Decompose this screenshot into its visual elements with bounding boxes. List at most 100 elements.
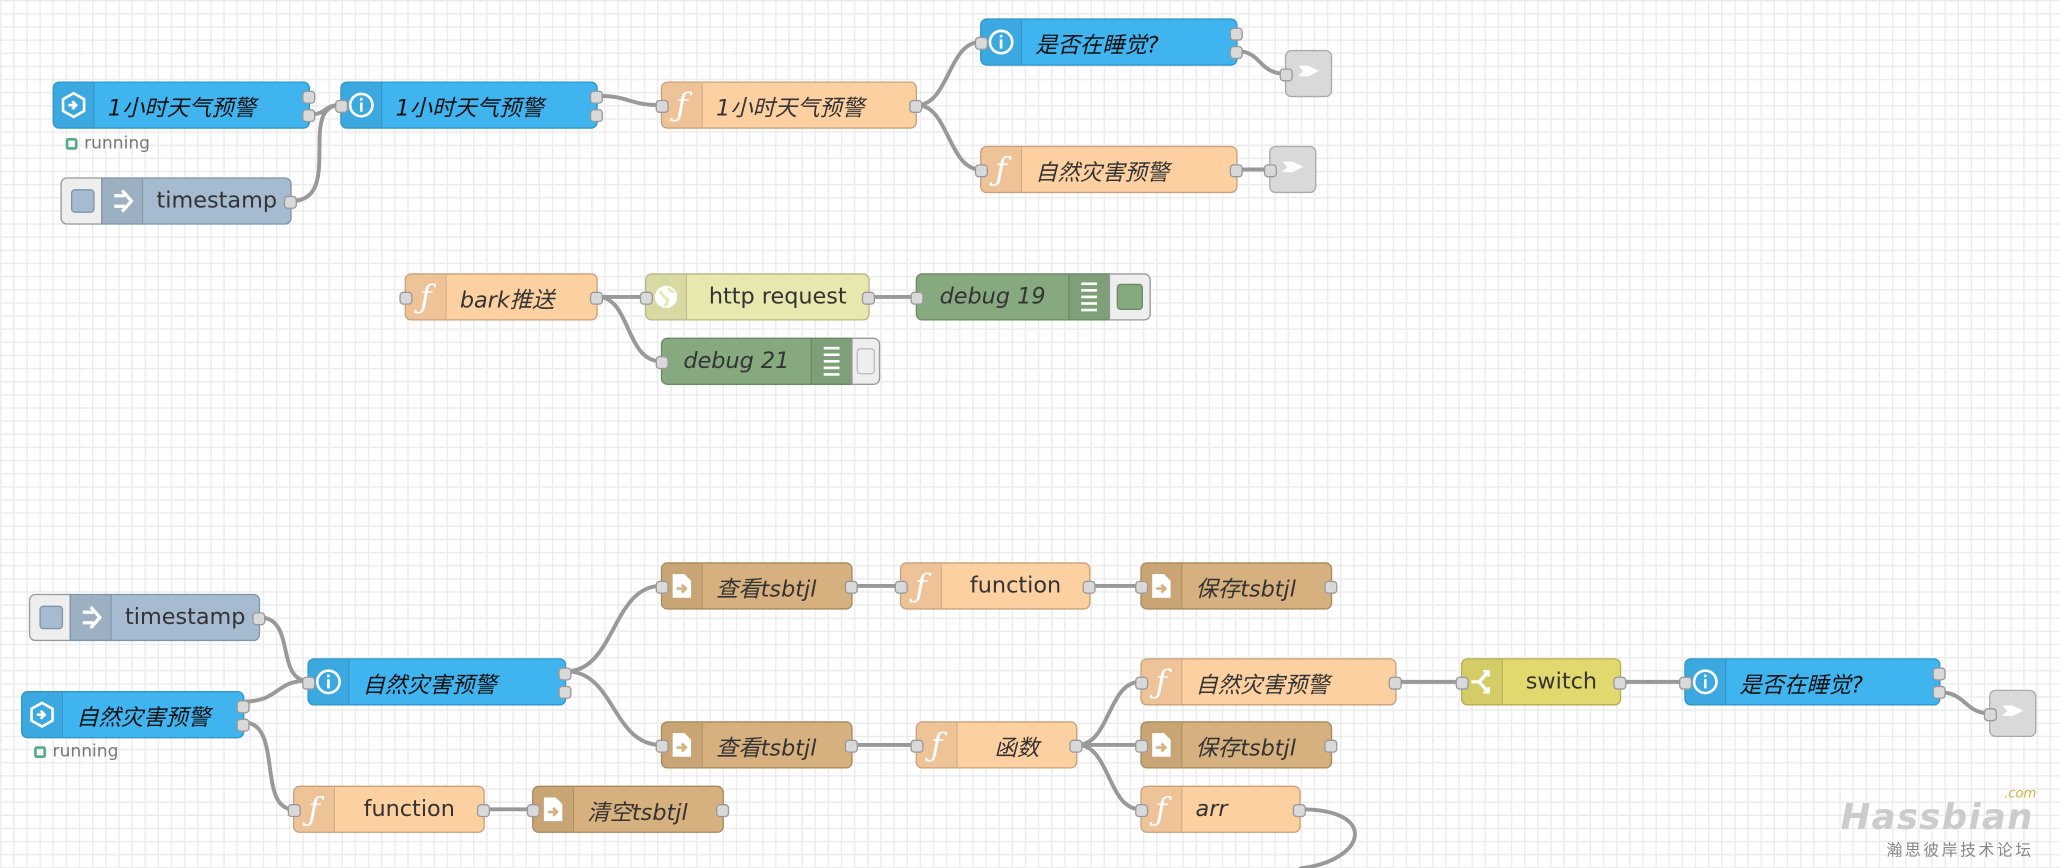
file-icon: [1141, 722, 1183, 768]
input-port[interactable]: [302, 676, 316, 690]
output-port[interactable]: [252, 612, 266, 626]
output-port[interactable]: [236, 700, 250, 714]
file-read-node-2[interactable]: 查看tsbtjl: [655, 721, 858, 769]
output-port[interactable]: [1613, 676, 1627, 690]
input-port[interactable]: [399, 291, 413, 305]
input-port[interactable]: [1135, 739, 1149, 753]
input-port[interactable]: [974, 164, 988, 178]
output-port[interactable]: [476, 804, 491, 818]
link-out-node[interactable]: [1279, 49, 1333, 98]
ha-state-node-sleep-2[interactable]: 是否在睡觉?: [1679, 658, 1946, 706]
watermark-subtitle: 瀚思彼岸技术论坛: [1886, 840, 2034, 860]
input-port[interactable]: [910, 291, 924, 305]
function-icon: ƒ: [1141, 786, 1183, 832]
link-out-node[interactable]: [1263, 145, 1317, 194]
input-port[interactable]: [335, 99, 349, 113]
input-port[interactable]: [655, 739, 669, 753]
output-port[interactable]: [589, 90, 604, 104]
input-port[interactable]: [894, 580, 908, 594]
switch-node[interactable]: switch: [1455, 658, 1627, 706]
input-port[interactable]: [910, 739, 924, 753]
function-node-bark[interactable]: ƒ bark推送: [399, 273, 604, 321]
ha-state-node-sleep[interactable]: 是否在睡觉?: [974, 18, 1243, 66]
node-label: 1小时天气预警: [107, 95, 256, 122]
output-port[interactable]: [1324, 739, 1338, 753]
inject-node-timestamp[interactable]: timestamp: [101, 177, 297, 225]
inject-node-timestamp-2[interactable]: timestamp: [69, 593, 266, 642]
input-port[interactable]: [1135, 676, 1149, 690]
input-port[interactable]: [1455, 676, 1469, 690]
output-port[interactable]: [1069, 739, 1083, 753]
output-port[interactable]: [589, 109, 604, 123]
inject-button[interactable]: [28, 593, 71, 642]
input-port[interactable]: [1263, 164, 1277, 178]
http-request-node[interactable]: http request: [639, 273, 875, 321]
node-label: switch: [1525, 668, 1598, 695]
output-port[interactable]: [1229, 45, 1243, 60]
input-port[interactable]: [1279, 68, 1293, 82]
output-port[interactable]: [1082, 580, 1096, 594]
input-port[interactable]: [1679, 676, 1693, 690]
output-port[interactable]: [558, 667, 572, 681]
node-label: 清空tsbtjl: [587, 799, 688, 826]
file-write-node-1[interactable]: 保存tsbtjl: [1135, 562, 1338, 610]
output-port[interactable]: [589, 291, 604, 305]
output-port[interactable]: [558, 685, 572, 699]
function-node-arr[interactable]: ƒ arr: [1135, 785, 1306, 833]
input-port[interactable]: [1135, 804, 1149, 818]
input-port[interactable]: [1135, 580, 1149, 594]
output-port[interactable]: [236, 718, 250, 732]
output-port[interactable]: [909, 99, 923, 113]
output-port[interactable]: [1229, 164, 1243, 178]
function-node-hanshu[interactable]: ƒ 函数: [910, 721, 1083, 769]
input-port[interactable]: [639, 291, 653, 305]
inject-button[interactable]: [60, 177, 103, 225]
function-node-disaster[interactable]: ƒ 自然灾害预警: [974, 145, 1243, 194]
output-port[interactable]: [716, 804, 730, 818]
node-label: 保存tsbtjl: [1195, 735, 1296, 762]
output-port[interactable]: [1229, 27, 1243, 41]
ha-state-node-weather[interactable]: 1小时天气预警: [335, 81, 604, 129]
file-read-node-1[interactable]: 查看tsbtjl: [655, 562, 858, 610]
wire: [1235, 49, 1287, 76]
file-write-node-2[interactable]: 保存tsbtjl: [1135, 721, 1338, 769]
debug-node-21[interactable]: debug 21: [655, 337, 853, 385]
input-port[interactable]: [287, 804, 301, 818]
output-port[interactable]: [1388, 676, 1402, 690]
function-node-1[interactable]: ƒ function: [894, 562, 1096, 610]
input-port[interactable]: [655, 356, 669, 370]
function-icon: ƒ: [1141, 659, 1183, 705]
input-port[interactable]: [974, 36, 988, 50]
output-port[interactable]: [844, 580, 858, 594]
status-text: running: [84, 134, 150, 154]
output-port[interactable]: [283, 195, 297, 209]
function-node-2[interactable]: ƒ function: [287, 785, 491, 833]
debug-toggle-button[interactable]: [851, 337, 881, 385]
input-port[interactable]: [655, 99, 669, 113]
output-port[interactable]: [1292, 804, 1306, 818]
output-port[interactable]: [844, 739, 858, 753]
function-node-weather[interactable]: ƒ 1小时天气预警: [655, 81, 923, 129]
output-port[interactable]: [1324, 580, 1338, 594]
output-port[interactable]: [302, 90, 316, 104]
ha-trigger-node-weather[interactable]: 1小时天气预警: [52, 81, 316, 129]
inject-arrow-icon: [102, 178, 144, 224]
input-port[interactable]: [655, 580, 669, 594]
debug-node-19[interactable]: debug 19: [910, 273, 1111, 321]
debug-toggle-button[interactable]: [1108, 273, 1151, 321]
ha-info-icon: [341, 82, 383, 128]
input-port[interactable]: [526, 804, 540, 818]
link-out-node[interactable]: [1983, 689, 2037, 738]
ha-state-node-disaster[interactable]: 自然灾害预警: [302, 658, 572, 706]
output-port[interactable]: [861, 291, 875, 305]
input-port[interactable]: [1983, 708, 1997, 722]
function-icon: ƒ: [917, 722, 958, 768]
wire: [242, 720, 295, 812]
output-port[interactable]: [1932, 685, 1946, 699]
function-node-disaster-2[interactable]: ƒ 自然灾害预警: [1135, 658, 1402, 706]
output-port[interactable]: [1932, 667, 1946, 681]
output-port[interactable]: [302, 109, 316, 123]
ha-trigger-node-disaster[interactable]: 自然灾害预警: [21, 691, 250, 739]
file-clear-node[interactable]: 清空tsbtjl: [526, 785, 730, 833]
